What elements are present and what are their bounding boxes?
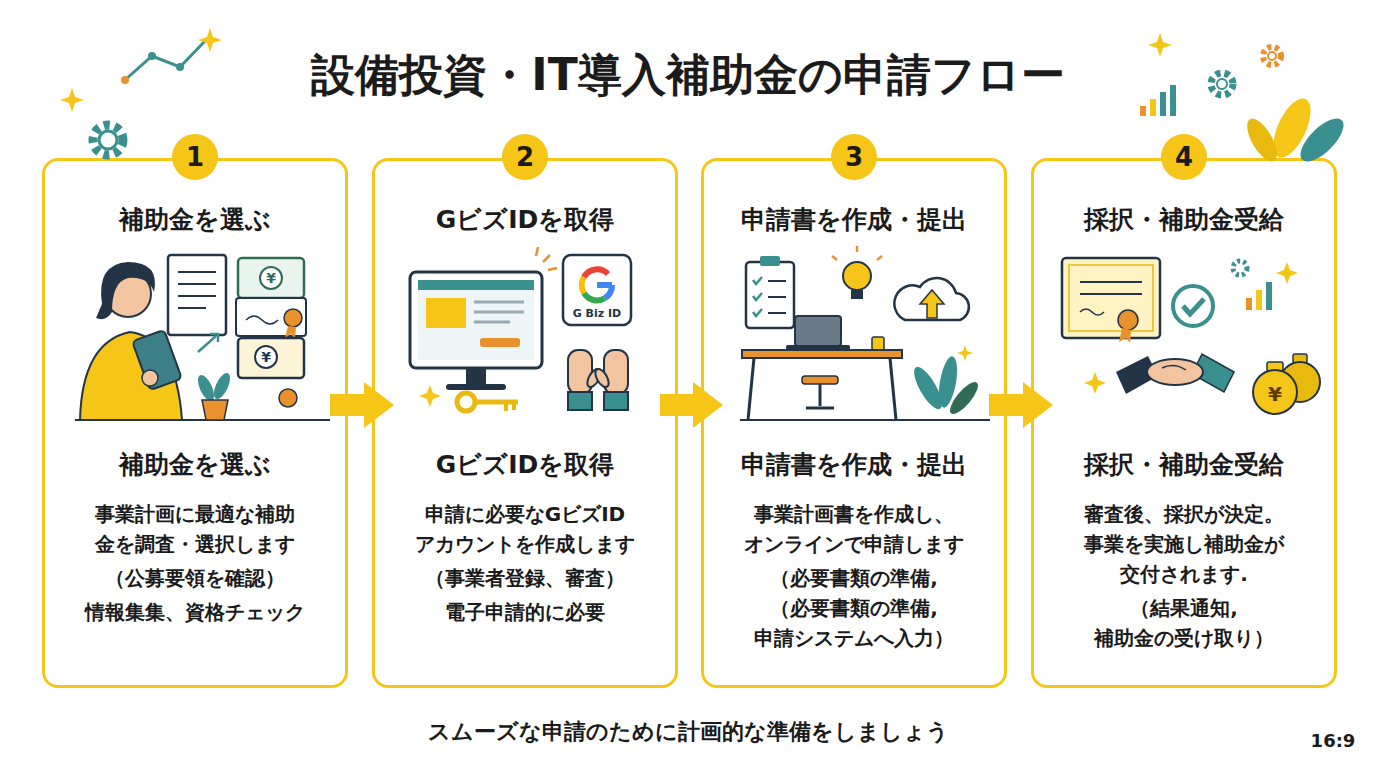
trend-line-decor-part [176,63,184,71]
step-heading: 補助金を選ぶ [51,203,339,236]
step-card: 採択・補助金受給採択・補助金受給審査後、採択が決定。 事業を実施し補助金が 交付… [1031,158,1337,688]
sparkle-decor-part [60,88,84,112]
gear-decor-part [1263,47,1281,65]
step-number: 2 [516,142,534,172]
step-card: 申請書を作成・提出申請書を作成・提出事業計画書を作成し、 オンラインで申請します… [701,158,1007,688]
diagram-title: 設備投資・IT導入補助金の申請フロー [0,46,1376,105]
gear-decor-part [1268,52,1276,60]
step-heading: 申請書を作成・提出 [710,203,998,236]
step-number: 3 [845,142,863,172]
leaf-decor [1241,93,1350,168]
step-heading: 採択・補助金受給 [1040,203,1328,236]
step-subheading: 申請書を作成・提出 [718,448,990,481]
step-note: 電子申請的に必要 [389,597,661,627]
step-subheading: 補助金を選ぶ [59,448,331,481]
step-number: 1 [186,142,204,172]
step-number: 4 [1175,142,1193,172]
step-card: GビズIDを取得 GビズIDを取得申請に必要なGビズID アカウントを作成します （… [372,158,678,688]
step-number-badge: 2 [502,134,548,180]
step-description: 審査後、採択が決定。 事業を実施し補助金が 交付されます. [1048,499,1320,589]
leaf-decor-part [1266,93,1318,163]
sparkle-decor-part [1148,33,1172,57]
step-number-badge: 4 [1161,134,1207,180]
card-lower-text: 申請書を作成・提出事業計画書を作成し、 オンラインで申請します（必要書類の準備,… [718,448,990,653]
trend-line-decor-part [148,52,156,60]
trend-line-decor-part [121,76,129,84]
step-description: 事業計画書を作成し、 オンラインで申請します [718,499,990,559]
step-note: （公募要領を確認） [59,563,331,593]
step-heading: GビズIDを取得 [381,203,669,236]
bar-chart-decor-part [1150,99,1156,116]
step-card: 補助金を選ぶ補助金を選ぶ事業計画に最適な補助 金を調査・選択します （公募要領を確… [42,158,348,688]
caption: スムーズな申請のために計画的な準備をしましょう [0,717,1376,747]
step-description: 申請に必要なGビズID アカウントを作成します [389,499,661,559]
step-subheading: 採択・補助金受給 [1048,448,1320,481]
step-description: 事業計画に最適な補助 金を調査・選択します [59,499,331,559]
step-note: （事業者登録、審査） [389,563,661,593]
bar-chart-decor-part [1140,106,1146,116]
card-lower-text: 採択・補助金受給審査後、採択が決定。 事業を実施し補助金が 交付されます.（結果… [1048,448,1320,653]
sparkle-decor-part [198,28,222,52]
card-lower-text: GビズIDを取得申請に必要なGビズID アカウントを作成します （事業者登録、審査… [389,448,661,627]
logo-text: G Biz ID [573,307,621,320]
card-lower-text: 補助金を選ぶ事業計画に最適な補助 金を調査・選択します （公募要領を確認） 情報集集… [59,448,331,627]
step-note: （必要書類の準備, （必要書類の準備, 申請システムへ入力） [718,563,990,653]
gear-decor-part [93,125,123,155]
yen-symbol: ¥ [261,349,271,365]
step-number-badge: 1 [172,134,218,180]
step-note: 情報集集、資格チェック [59,597,331,627]
gear-decor-part [1211,73,1233,95]
trend-line-decor-part [125,40,206,80]
aspect-ratio-note: 16:9 [1311,730,1356,751]
yen-symbol: ¥ [1268,382,1282,406]
trend-line-decor [121,40,206,84]
gear-decor-part [1217,79,1227,89]
yen-symbol: ¥ [266,270,276,286]
gear-decor-part [99,131,117,149]
step-number-badge: 3 [831,134,877,180]
bar-chart-decor-part [1160,92,1166,116]
step-note: （結果通知, 補助金の受け取り） [1048,593,1320,653]
bar-chart-decor-part [1170,85,1176,116]
step-subheading: GビズIDを取得 [389,448,661,481]
